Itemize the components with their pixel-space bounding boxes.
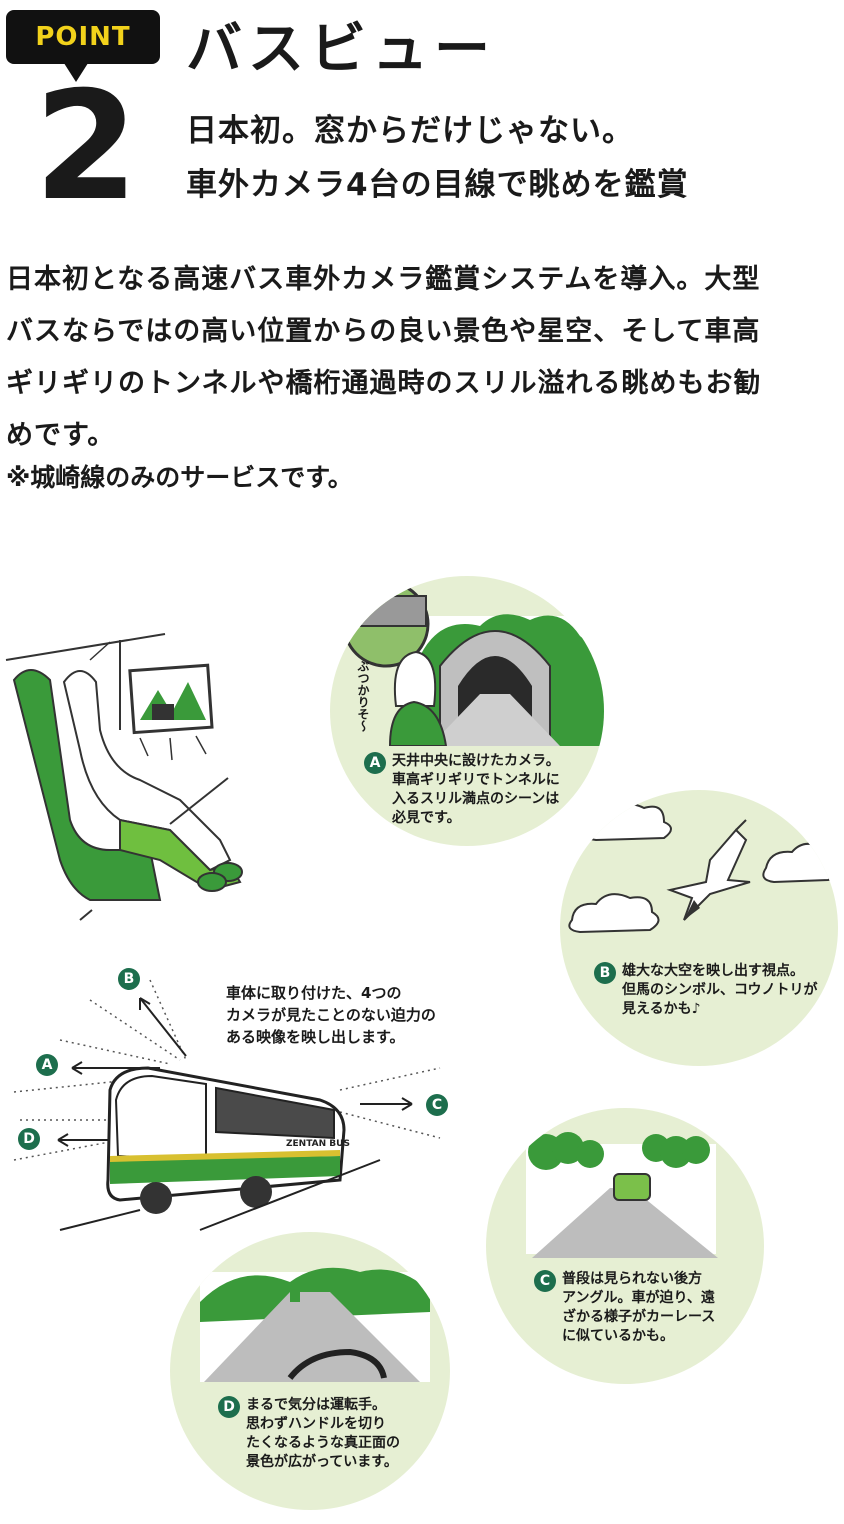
tunnel-view-illustration xyxy=(342,580,604,747)
caption-line: たくなるような真正面の xyxy=(246,1435,400,1451)
point-badge: POINT xyxy=(6,10,160,64)
caption-line: アングル。車が迫り、遠 xyxy=(562,1290,715,1306)
caption-line: 入るスリル満点のシーンは xyxy=(392,791,560,807)
description-line: めです。 xyxy=(6,420,116,451)
point-number: 2 xyxy=(34,60,139,234)
surprise-speech-text: ぶつかりそ〜 xyxy=(356,660,370,732)
description-line: 日本初となる高速バス車外カメラ鑑賞システムを導入。大型 xyxy=(6,264,761,295)
caption-line: まるで気分は運転手。 xyxy=(246,1397,386,1413)
front-view-illustration xyxy=(200,1267,430,1382)
description: 日本初となる高速バス車外カメラ鑑賞システムを導入。大型 バスならではの高い位置か… xyxy=(6,254,842,462)
caption-line: 天井中央に設けたカメラ。 xyxy=(392,753,560,769)
bus-caption: 車体に取り付けた、4つの カメラが見たことのない迫力の ある映像を映し出します。 xyxy=(226,982,436,1048)
caption-line: ざかる様子がカーレース xyxy=(562,1309,716,1325)
marker-c: C xyxy=(534,1270,556,1292)
sky-view-illustration xyxy=(568,803,838,934)
caption-c: 普段は見られない後方 アングル。車が迫り、遠 ざかる様子がカーレース に似ている… xyxy=(562,1270,715,1346)
caption-line: に似ているかも。 xyxy=(562,1328,674,1344)
service-note: ※城崎線のみのサービスです。 xyxy=(6,463,353,492)
caption-line: 必見です。 xyxy=(392,810,461,826)
caption-d: まるで気分は運転手。 思わずハンドルを切り たくなるような真正面の 景色が広がっ… xyxy=(246,1396,400,1472)
description-line: バスならではの高い位置からの良い景色や星空、そして車高 xyxy=(6,316,761,347)
description-line: ギリギリのトンネルや橋桁通過時のスリル溢れる眺めもお勧 xyxy=(6,368,762,399)
subtitle-line-1: 日本初。窓からだけじゃない。 xyxy=(186,113,634,149)
caption-a: 天井中央に設けたカメラ。 車高ギリギリでトンネルに 入るスリル満点のシーンは 必… xyxy=(392,752,560,828)
marker-b-diagram: B xyxy=(118,968,140,990)
caption-line: 但馬のシンボル、コウノトリが xyxy=(622,982,818,998)
caption-line: 見えるかも♪ xyxy=(622,1001,701,1017)
passenger-illustration xyxy=(5,633,243,921)
caption-line: 車高ギリギリでトンネルに xyxy=(392,772,560,788)
marker-c-diagram: C xyxy=(426,1094,448,1116)
bus-caption-line: カメラが見たことのない迫力の xyxy=(226,1006,436,1024)
marker-d: D xyxy=(218,1396,240,1418)
marker-a-diagram: A xyxy=(36,1054,58,1076)
bus-caption-line: ある映像を映し出します。 xyxy=(226,1028,405,1046)
marker-d-diagram: D xyxy=(18,1128,40,1150)
subtitle: 日本初。窓からだけじゃない。 車外カメラ4台の目線で眺めを鑑賞 xyxy=(186,104,689,212)
marker-a: A xyxy=(364,752,386,774)
caption-b: 雄大な大空を映し出す視点。 但馬のシンボル、コウノトリが 見えるかも♪ xyxy=(622,962,817,1019)
bus-camera-diagram: ZENTAN BUS xyxy=(13,979,441,1231)
marker-b: B xyxy=(594,962,616,984)
bus-logo-text: ZENTAN BUS xyxy=(286,1139,350,1149)
caption-line: 景色が広がっています。 xyxy=(246,1454,398,1470)
view-circle-d xyxy=(170,1232,450,1510)
subtitle-line-2: 車外カメラ4台の目線で眺めを鑑賞 xyxy=(186,167,689,203)
view-circle-c xyxy=(486,1108,764,1384)
view-circle-b xyxy=(560,790,838,1066)
rear-view-illustration xyxy=(526,1132,718,1258)
view-circle-a xyxy=(330,576,604,846)
bus-caption-line: 車体に取り付けた、4つの xyxy=(226,984,402,1002)
caption-line: 普段は見られない後方 xyxy=(562,1271,702,1287)
caption-line: 思わずハンドルを切り xyxy=(246,1416,386,1432)
page-title: バスビュー xyxy=(186,17,496,82)
point-badge-tail xyxy=(62,60,90,82)
caption-line: 雄大な大空を映し出す視点。 xyxy=(622,963,804,979)
